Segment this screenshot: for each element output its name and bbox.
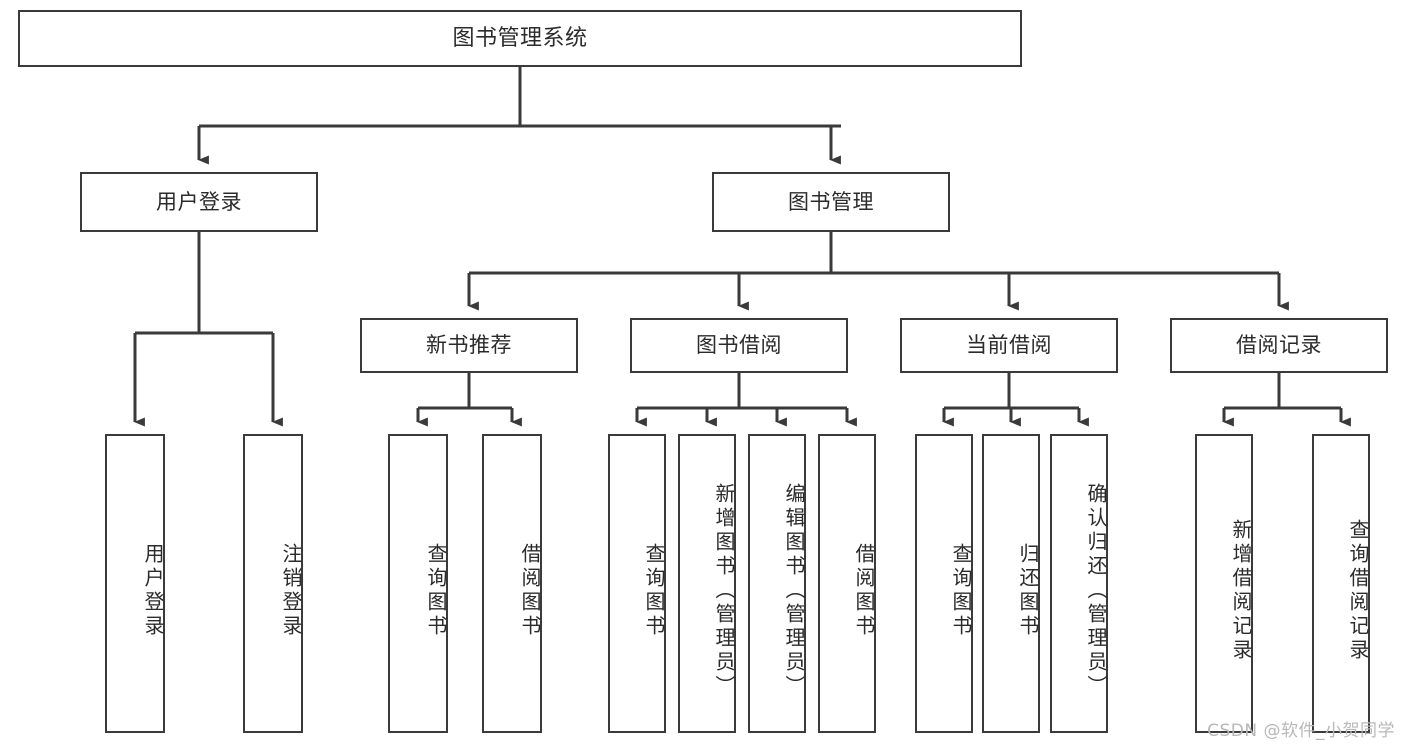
node-leaf-10[interactable]: 确认归还（管理员） — [1050, 434, 1108, 733]
node-leaf-7[interactable]: 借阅图书 — [818, 434, 876, 733]
node-root[interactable]: 图书管理系统 — [18, 10, 1022, 67]
node-level1-1[interactable]: 图书管理 — [712, 172, 950, 232]
node-level1-0[interactable]: 用户登录 — [80, 172, 318, 232]
node-level2-1[interactable]: 图书借阅 — [630, 318, 848, 373]
node-leaf-8[interactable]: 查询图书 — [915, 434, 973, 733]
node-leaf-12[interactable]: 查询借阅记录 — [1312, 434, 1370, 733]
node-level2-3[interactable]: 借阅记录 — [1170, 318, 1388, 373]
node-leaf-2[interactable]: 查询图书 — [388, 434, 448, 733]
node-leaf-0[interactable]: 用户登录 — [105, 434, 165, 733]
watermark-text: CSDN @软件_小贺同学 — [1207, 721, 1395, 741]
node-leaf-11[interactable]: 新增借阅记录 — [1195, 434, 1253, 733]
node-leaf-6[interactable]: 编辑图书（管理员） — [748, 434, 806, 733]
node-leaf-9[interactable]: 归还图书 — [982, 434, 1040, 733]
node-level2-0[interactable]: 新书推荐 — [360, 318, 578, 373]
node-level2-2[interactable]: 当前借阅 — [900, 318, 1118, 373]
node-leaf-5[interactable]: 新增图书（管理员） — [678, 434, 736, 733]
node-leaf-1[interactable]: 注销登录 — [243, 434, 303, 733]
node-leaf-3[interactable]: 借阅图书 — [482, 434, 542, 733]
node-leaf-4[interactable]: 查询图书 — [608, 434, 666, 733]
